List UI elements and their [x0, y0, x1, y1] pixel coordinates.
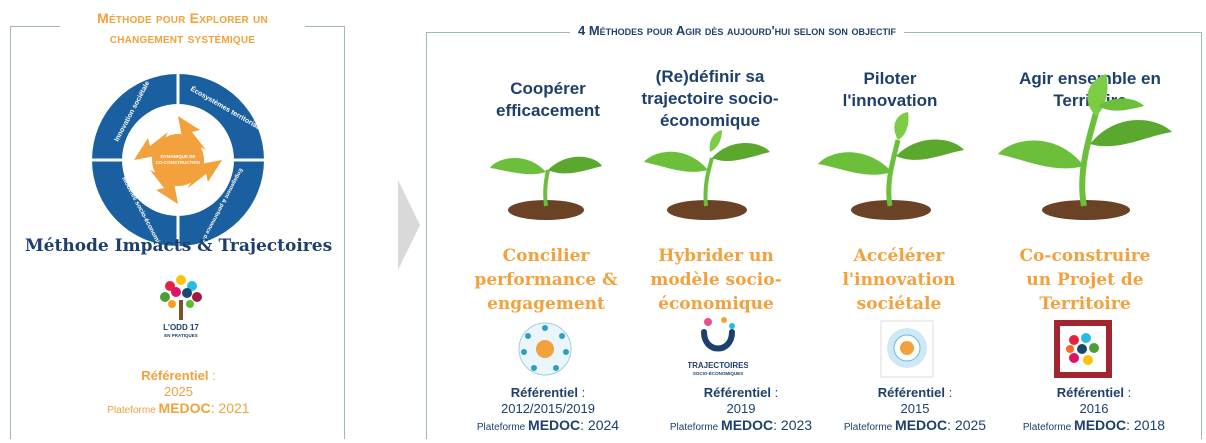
method-4-platform-year: : 2018	[1126, 417, 1166, 433]
left-title-line2: changement systémique	[109, 30, 256, 46]
method-4-ref-years: 2016	[1079, 401, 1109, 416]
method-1-referentiel: Référentiel : 2012/2015/2019 Plateforme …	[470, 385, 626, 436]
method-1-platform-name: MEDOC	[528, 417, 581, 433]
method-1-logo	[518, 322, 572, 376]
chevron-right-icon	[398, 180, 420, 270]
method-3-platform-year: : 2025	[947, 417, 987, 433]
wheel-center-label-1: DYNAMIQUE DE	[160, 154, 195, 159]
trajectoires-logo-subtext: SOCIO-ÉCONOMIQUES	[693, 369, 743, 376]
method-2-platform-year: : 2023	[773, 417, 813, 433]
seedling-illustration-4	[998, 74, 1172, 220]
left-platform-name: MEDOC	[158, 400, 211, 416]
method-3-referentiel: Référentiel : 2015 Plateforme MEDOC: 202…	[830, 385, 1000, 436]
method-4-platform-name: MEDOC	[1074, 417, 1127, 433]
method-4-subtitle: Co-construire un Projet de Territoire	[1019, 246, 1151, 314]
wheel-center	[152, 134, 204, 186]
method-3-logo	[880, 320, 934, 378]
method-name: Méthode Impacts & Trajectoires	[24, 236, 333, 256]
left-platform-year: : 2021	[210, 400, 250, 416]
seedling-illustration-2	[644, 130, 770, 220]
method-2-ref-label: Référentiel	[703, 385, 771, 400]
method-1-subtitle: Concilier performance & engagement	[474, 246, 618, 314]
seedling-illustration-1	[490, 156, 602, 220]
method-2-platform-name: MEDOC	[721, 417, 774, 433]
method-4-platform-prefix: Plateforme	[1022, 422, 1072, 433]
method-4-logo	[1054, 320, 1112, 378]
method-1-ref-years: 2012/2015/2019	[501, 401, 595, 416]
left-ref-year: 2025	[164, 384, 193, 399]
method-1-platform-prefix: Plateforme	[476, 422, 526, 433]
left-ref-label: Référentiel	[141, 368, 209, 383]
method-1-title: Coopérer efficacement	[496, 79, 600, 120]
method-4-ref-label: Référentiel	[1056, 385, 1124, 400]
left-platform-prefix: Plateforme	[107, 405, 156, 416]
trajectoires-logo-text: TRAJECTOIRES	[688, 361, 748, 370]
method-2-subtitle: Hybrider un modèle socio-économique	[650, 246, 782, 314]
wheel-center-label-2: CO-CONSTRUCTION	[156, 160, 201, 165]
left-panel-title: Méthode pour Explorer un changement syst…	[60, 8, 305, 48]
method-4-referentiel: Référentiel : 2016 Plateforme MEDOC: 201…	[1004, 385, 1184, 436]
method-1-ref-label: Référentiel	[510, 385, 578, 400]
trajectoires-logo: TRAJECTOIRES SOCIO-ÉCONOMIQUES	[688, 317, 748, 376]
method-3-title: Piloter l'innovation	[842, 69, 938, 110]
method-1-platform-year: : 2024	[580, 417, 620, 433]
odd17-tree-logo: L'ODD 17 EN PRATIQUES	[160, 275, 202, 338]
method-2-ref-years: 2019	[726, 401, 756, 416]
method-2-referentiel: Référentiel : 2019 Plateforme MEDOC: 202…	[656, 385, 826, 436]
odd17-logo-text: L'ODD 17	[163, 323, 199, 332]
method-3-platform-prefix: Plateforme	[843, 422, 893, 433]
method-3-platform-name: MEDOC	[895, 417, 948, 433]
left-referentiel-block: Référentiel : 2025 Plateforme MEDOC: 202…	[12, 368, 345, 419]
seedling-illustration-3	[818, 112, 964, 220]
left-title-line1: Méthode pour Explorer un	[97, 10, 268, 26]
method-3-subtitle: Accélérer l'innovation sociétale	[842, 246, 956, 314]
method-3-ref-years: 2015	[900, 401, 930, 416]
odd17-logo-subtext: EN PRATIQUES	[164, 333, 197, 338]
co-construction-wheel-diagram: DYNAMIQUE DE CO-CONSTRUCTION Innovation …	[92, 74, 266, 250]
right-panel-title: 4 Méthodes pour Agir dès aujourd'hui sel…	[570, 22, 904, 40]
method-2-title: (Re)définir sa trajectoire socio-économi…	[641, 67, 779, 130]
method-2-platform-prefix: Plateforme	[669, 422, 719, 433]
left-platform-line: Plateforme MEDOC: 2021	[12, 400, 345, 419]
method-3-ref-label: Référentiel	[877, 385, 945, 400]
